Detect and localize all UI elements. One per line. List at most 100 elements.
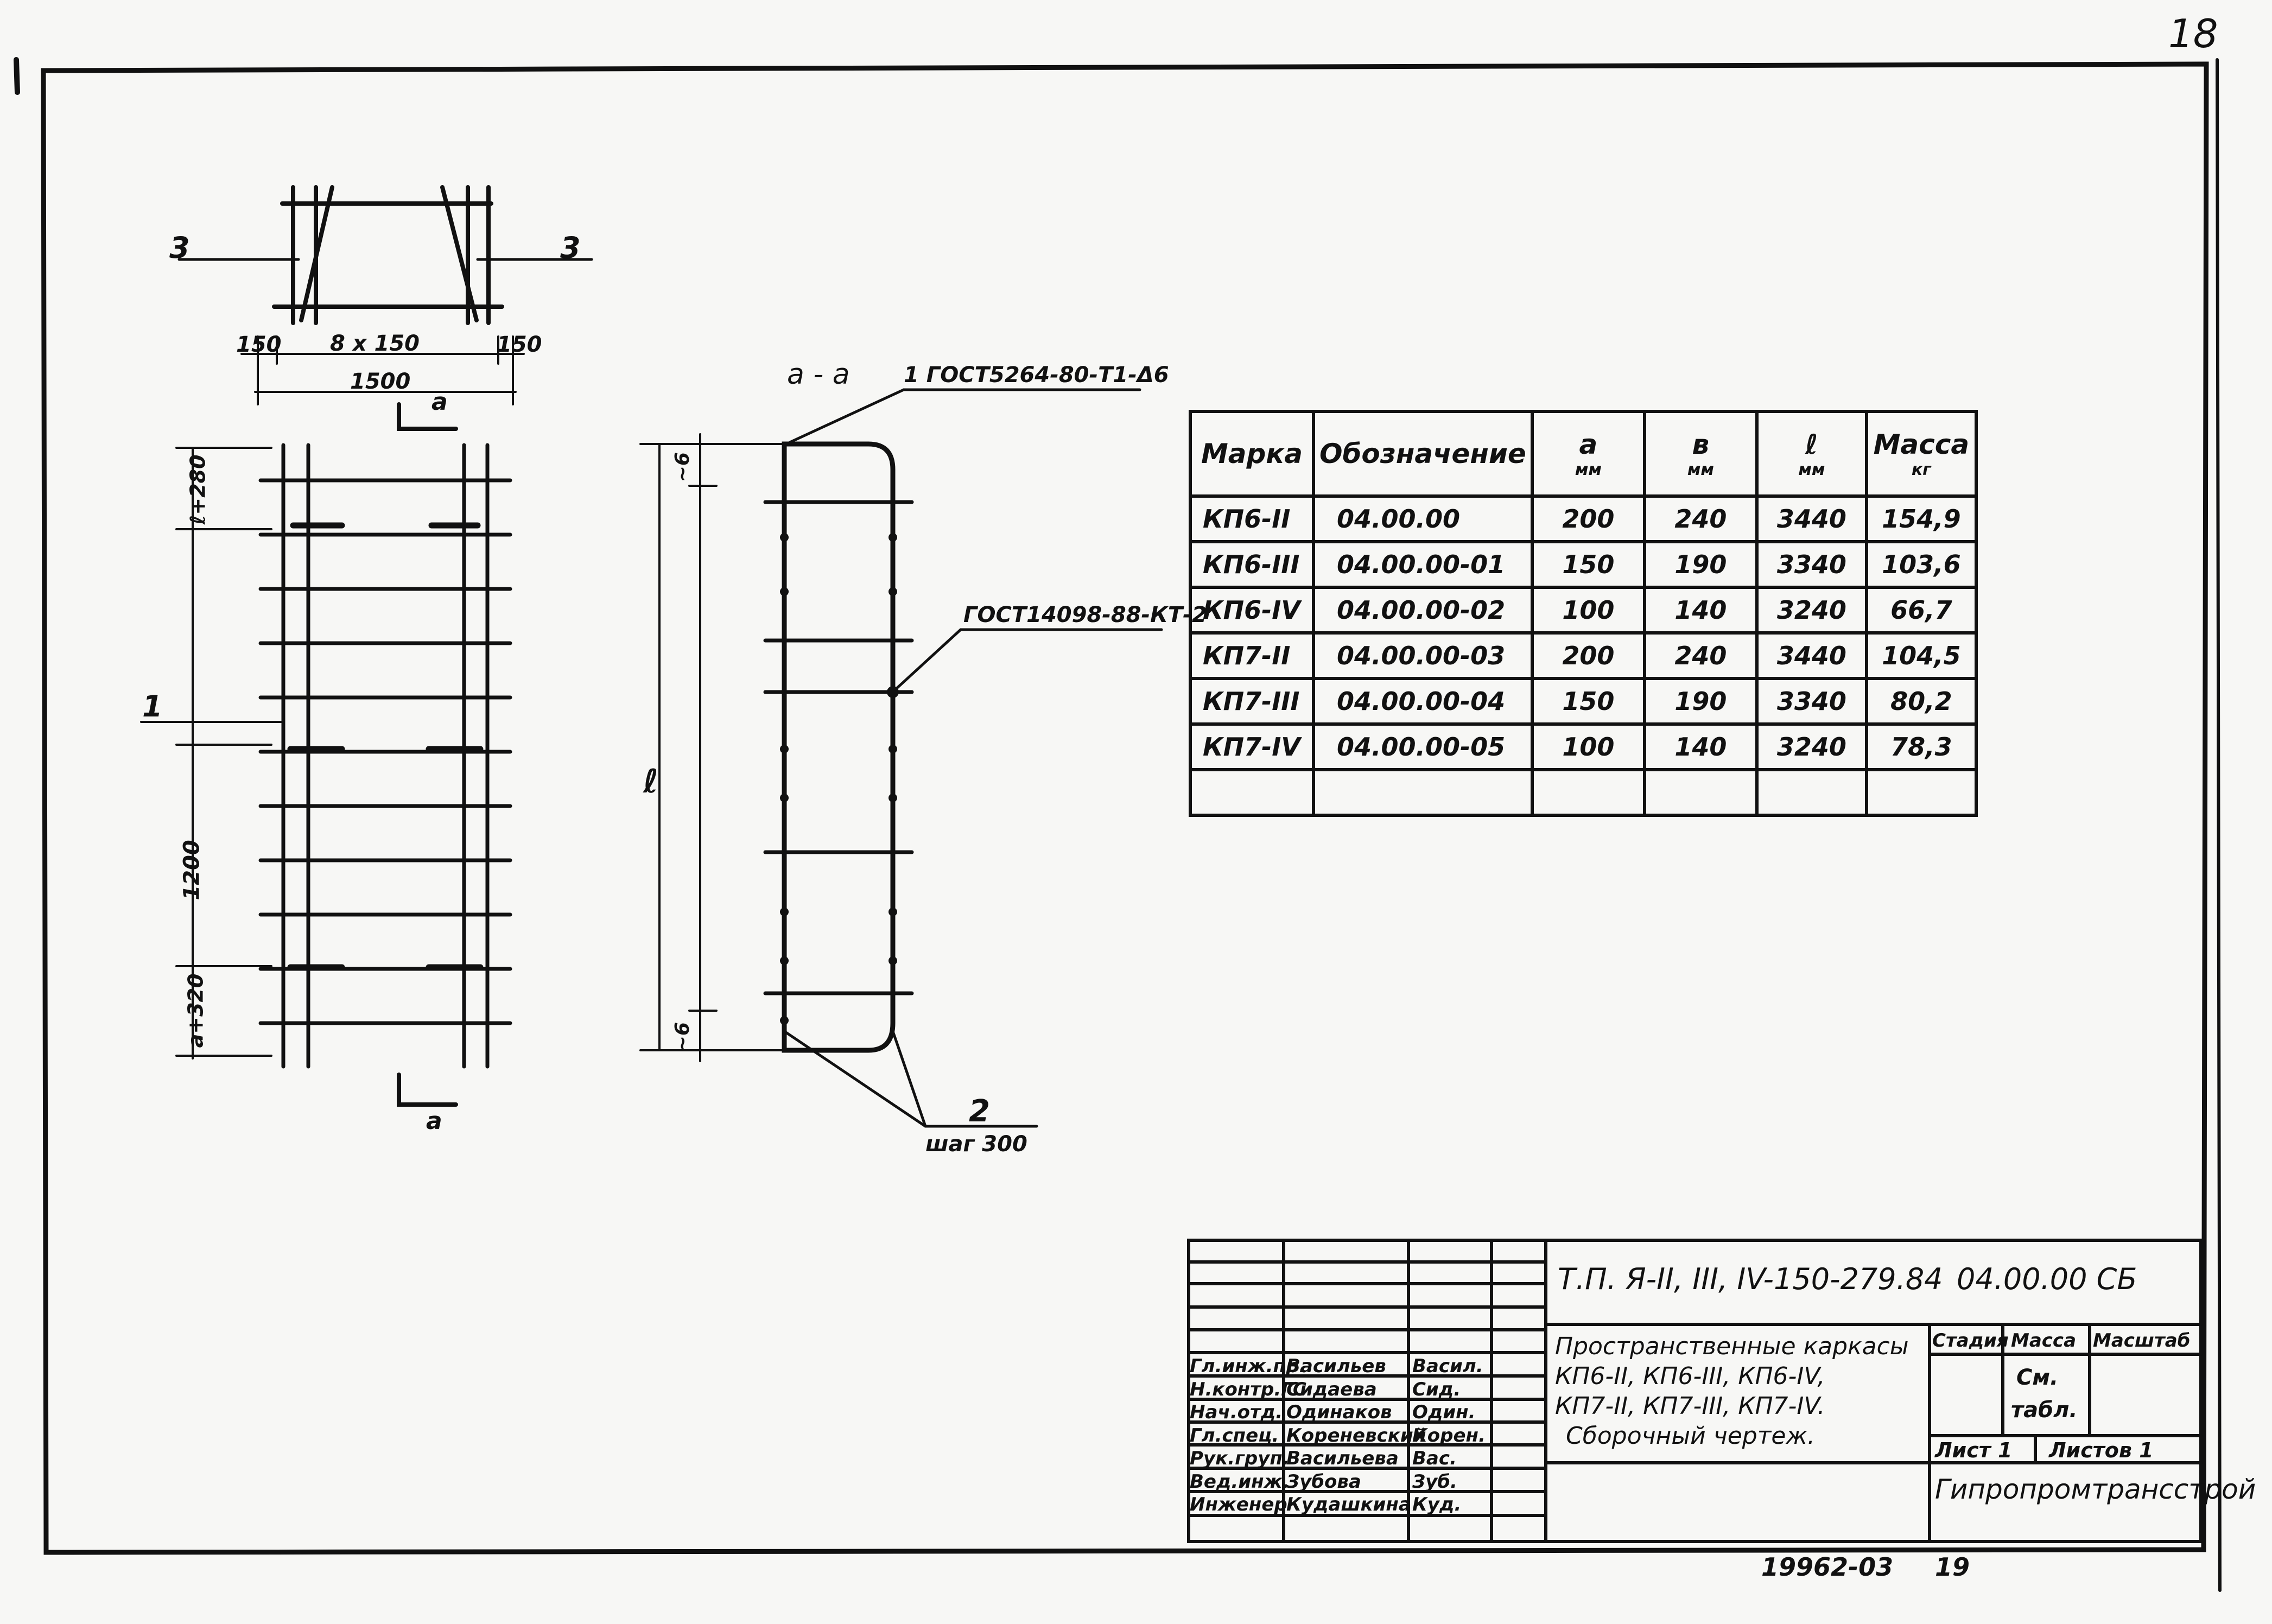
title-line-1: Пространственные каркасы	[1555, 1333, 1909, 1360]
cell-mark: КП7-II	[1189, 631, 1315, 680]
cell-l: 3440	[1755, 494, 1868, 543]
cell-b: 140	[1642, 586, 1759, 635]
signature-name: Васильев	[1286, 1355, 1386, 1377]
elevation-item-mark: 1	[142, 689, 163, 724]
section-dim-length: ℓ	[643, 763, 659, 801]
elevation-view	[140, 443, 512, 1069]
signature-name: Сидаева	[1286, 1379, 1377, 1400]
organization: Гипропромтрансстрой	[1935, 1474, 2256, 1505]
mass-label: Масса	[2011, 1330, 2077, 1352]
header-mark: Марка	[1189, 410, 1315, 498]
signature-role: Гл.инж.пр.	[1190, 1355, 1306, 1377]
section-mark-left: 3	[169, 231, 190, 265]
signature-role: Нач.отд.	[1190, 1401, 1283, 1423]
cell-mark: КП7-III	[1189, 677, 1315, 726]
plan-dim-left: 150	[236, 332, 282, 357]
cut-mark-top: a	[431, 388, 448, 416]
signature-role: Рук.груп.	[1190, 1448, 1290, 1469]
cell-a: 150	[1530, 677, 1646, 726]
cell-b: 190	[1642, 677, 1759, 726]
cell-designation: 04.00.00-04	[1312, 677, 1534, 726]
table-row: КП7-II 04.00.00-03 200 240 3440 104,5	[1189, 631, 1978, 680]
cell-l	[1755, 768, 1868, 817]
table-row: КП7-IV 04.00.00-05 100 140 3240 78,3	[1189, 722, 1978, 771]
cell-l: 3440	[1755, 631, 1868, 680]
title-line-2: КП6-II, КП6-III, КП6-IV,	[1555, 1362, 1825, 1390]
cell-mark: КП6-III	[1189, 540, 1315, 589]
document-code: Т.П. Я-II, III, IV-150-279.84	[1558, 1262, 1943, 1296]
signature-mark: Васил.	[1412, 1355, 1483, 1377]
cell-mass: 154,9	[1864, 494, 1978, 543]
title-line-4: Сборочный чертеж.	[1566, 1422, 1816, 1450]
cell-b: 240	[1642, 631, 1759, 680]
signature-mark: Зуб.	[1412, 1471, 1457, 1493]
cell-l: 3240	[1755, 722, 1868, 771]
section-mark-right: 3	[560, 231, 581, 265]
elevation-dim-middle: 1200	[179, 840, 205, 900]
plan-dim-total: 1500	[350, 369, 411, 394]
section-dim-bottom: ~6	[671, 1022, 694, 1052]
signature-mark: Куд.	[1412, 1494, 1462, 1515]
sheet-number-corner: 18	[2168, 11, 2218, 56]
section-callout-top: 1 ГОСТ5264-80-Т1-Δ6	[904, 363, 1169, 388]
cell-mass: 103,6	[1864, 540, 1978, 589]
plan-view	[177, 185, 593, 1107]
table-row-empty	[1189, 768, 1978, 817]
cell-mass: 66,7	[1864, 586, 1978, 635]
signature-mark: Вас.	[1412, 1448, 1457, 1469]
section-title: a - a	[787, 358, 850, 391]
cell-designation: 04.00.00-02	[1312, 586, 1534, 635]
drawing-code: 04.00.00 СБ	[1957, 1262, 2137, 1296]
cell-mass	[1864, 768, 1978, 817]
cell-mark: КП6-II	[1189, 494, 1315, 543]
signature-role: Н.контр.ГС	[1190, 1379, 1306, 1400]
plan-dim-middle: 8 x 150	[330, 331, 420, 356]
signature-mark: Сид.	[1412, 1379, 1461, 1400]
table-row: КП6-II 04.00.00 200 240 3440 154,9	[1189, 494, 1978, 543]
cell-mark: КП6-IV	[1189, 586, 1315, 635]
signature-name: Зубова	[1286, 1471, 1361, 1493]
header-designation: Обозначение	[1312, 410, 1534, 498]
archive-number: 19962-03	[1761, 1552, 1894, 1582]
cell-l: 3240	[1755, 586, 1868, 635]
cell-designation: 04.00.00	[1312, 494, 1534, 543]
cell-designation: 04.00.00-03	[1312, 631, 1534, 680]
elevation-dim-bottom: a+320	[183, 973, 208, 1048]
table-row: КП6-III 04.00.00-01 150 190 3340 103,6	[1189, 540, 1978, 589]
signature-role: Инженер	[1190, 1494, 1287, 1515]
title-block-lines	[1187, 1239, 2203, 1543]
mass-value-line2: табл.	[2011, 1398, 2078, 1423]
signature-mark: Корен.	[1412, 1425, 1486, 1447]
section-step-label: шаг 300	[925, 1132, 1027, 1157]
cell-a: 200	[1530, 631, 1646, 680]
mass-value-line1: См.	[2016, 1365, 2059, 1390]
cell-a: 100	[1530, 722, 1646, 771]
plan-dim-right: 150	[497, 332, 542, 357]
elevation-dim-top: ℓ+280	[186, 454, 210, 525]
signature-name: Васильева	[1286, 1448, 1399, 1469]
sheet-label: Лист 1	[1935, 1438, 2013, 1462]
table-row: КП7-III 04.00.00-04 150 190 3340 80,2	[1189, 677, 1978, 726]
cell-b: 140	[1642, 722, 1759, 771]
cut-mark-bottom: a	[426, 1107, 442, 1135]
section-item-mark: 2	[969, 1094, 990, 1129]
cell-b: 190	[1642, 540, 1759, 589]
signature-mark: Один.	[1412, 1401, 1476, 1423]
cell-l: 3340	[1755, 677, 1868, 726]
cell-mass: 80,2	[1864, 677, 1978, 726]
cell-a: 100	[1530, 586, 1646, 635]
section-dim-top: ~6	[671, 452, 694, 483]
scale-label: Масштаб	[2093, 1330, 2191, 1352]
signature-name: Кореневский	[1286, 1425, 1426, 1447]
cell-a	[1530, 768, 1646, 817]
cell-a: 150	[1530, 540, 1646, 589]
stage-label: Стадия	[1932, 1330, 2009, 1352]
cell-mass: 78,3	[1864, 722, 1978, 771]
cell-mark	[1189, 768, 1315, 817]
